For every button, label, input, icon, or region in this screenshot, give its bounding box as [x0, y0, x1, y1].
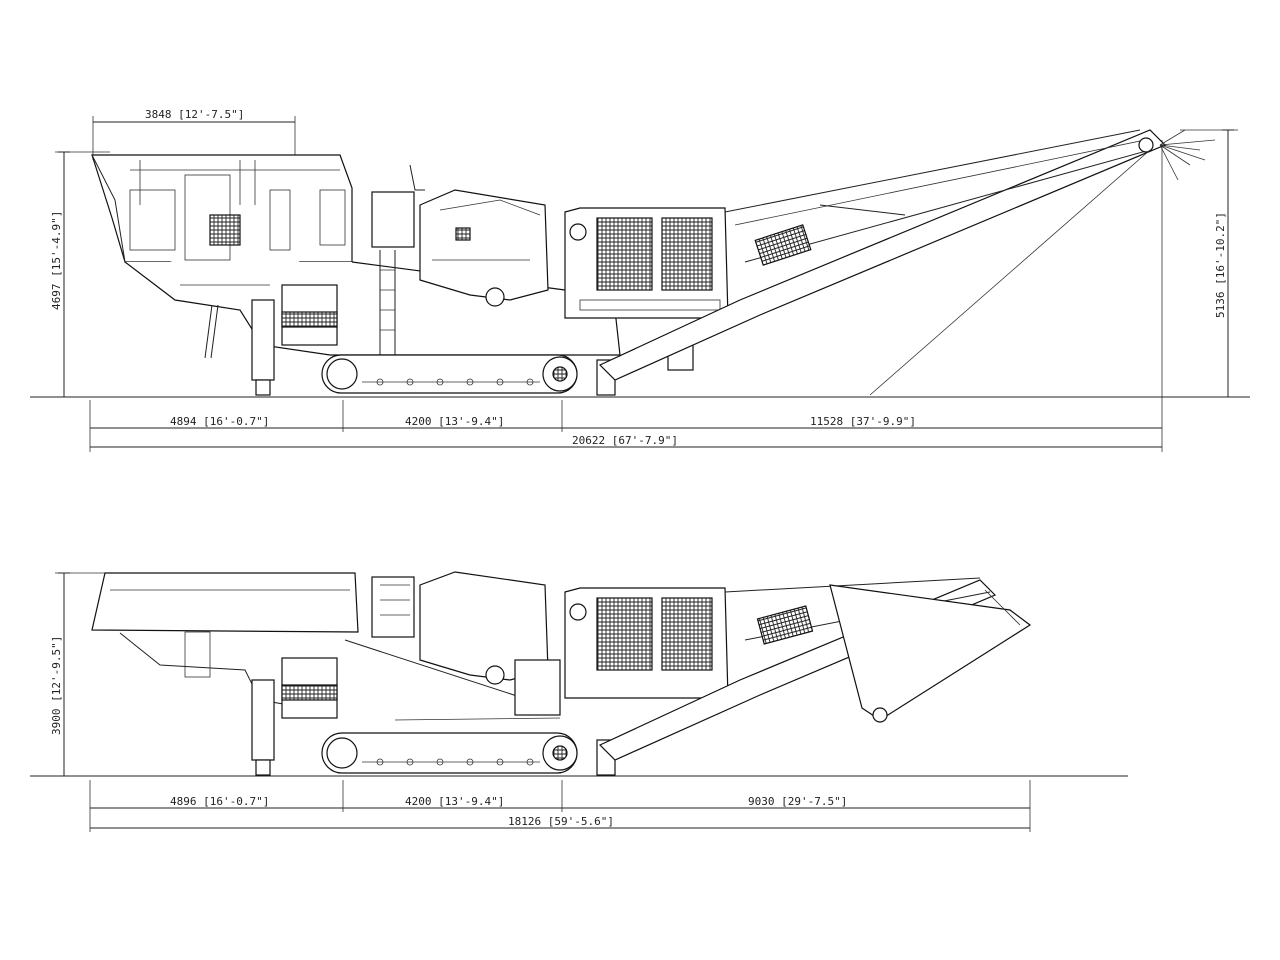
height-dimension: 4697 [15'-4.9"] [50, 151, 110, 398]
hopper-width-dim-label: 3848 [12'-7.5"] [145, 108, 244, 121]
rear-dim-label: 11528 [37'-9.9"] [810, 415, 916, 428]
front-dim-label: 4896 [16'-0.7"] [170, 795, 269, 808]
discharge-conveyor [598, 577, 1032, 761]
height-dim-label: 3900 [12'-9.5"] [50, 636, 63, 735]
length-dimensions: 4894 [16'-0.7"] 4200 [13'-9.4"] 11528 [3… [89, 140, 1163, 452]
transport-position-view: 3900 [12'-9.5"] 4896 [16'-0.7"] 4200 [13… [30, 571, 1128, 832]
track-dim-label: 4200 [13'-9.4"] [405, 795, 504, 808]
discharge-conveyor [598, 129, 1216, 396]
crusher-housing [371, 164, 549, 307]
rear-dim-label: 9030 [29'-7.5"] [748, 795, 847, 808]
working-position-view: 4697 [15'-4.9"] 3848 [12'-7.5"] 5136 [16… [30, 108, 1250, 452]
track-dim-label: 4200 [13'-9.4"] [405, 415, 504, 428]
conveyor-height-dimension: 5136 [16'-10.2"] [1180, 129, 1238, 398]
crusher-housing [344, 571, 561, 716]
height-dimension: 3900 [12'-9.5"] [50, 572, 110, 777]
crawler-track [321, 344, 694, 396]
front-dim-label: 4894 [16'-0.7"] [170, 415, 269, 428]
hopper-width-dimension: 3848 [12'-7.5"] [92, 108, 296, 160]
feed-hopper [91, 154, 353, 276]
length-dimensions: 4896 [16'-0.7"] 4200 [13'-9.4"] 9030 [29… [89, 780, 1031, 832]
power-unit [564, 587, 729, 699]
crawler-track [321, 717, 616, 776]
overall-length-dim-label: 18126 [59'-5.6"] [508, 815, 614, 828]
height-dim-label: 4697 [15'-4.9"] [50, 211, 63, 310]
feed-hopper [91, 572, 359, 776]
conveyor-height-dim-label: 5136 [16'-10.2"] [1214, 212, 1227, 318]
overall-length-dim-label: 20622 [67'-7.9"] [572, 434, 678, 447]
power-unit [564, 207, 729, 319]
